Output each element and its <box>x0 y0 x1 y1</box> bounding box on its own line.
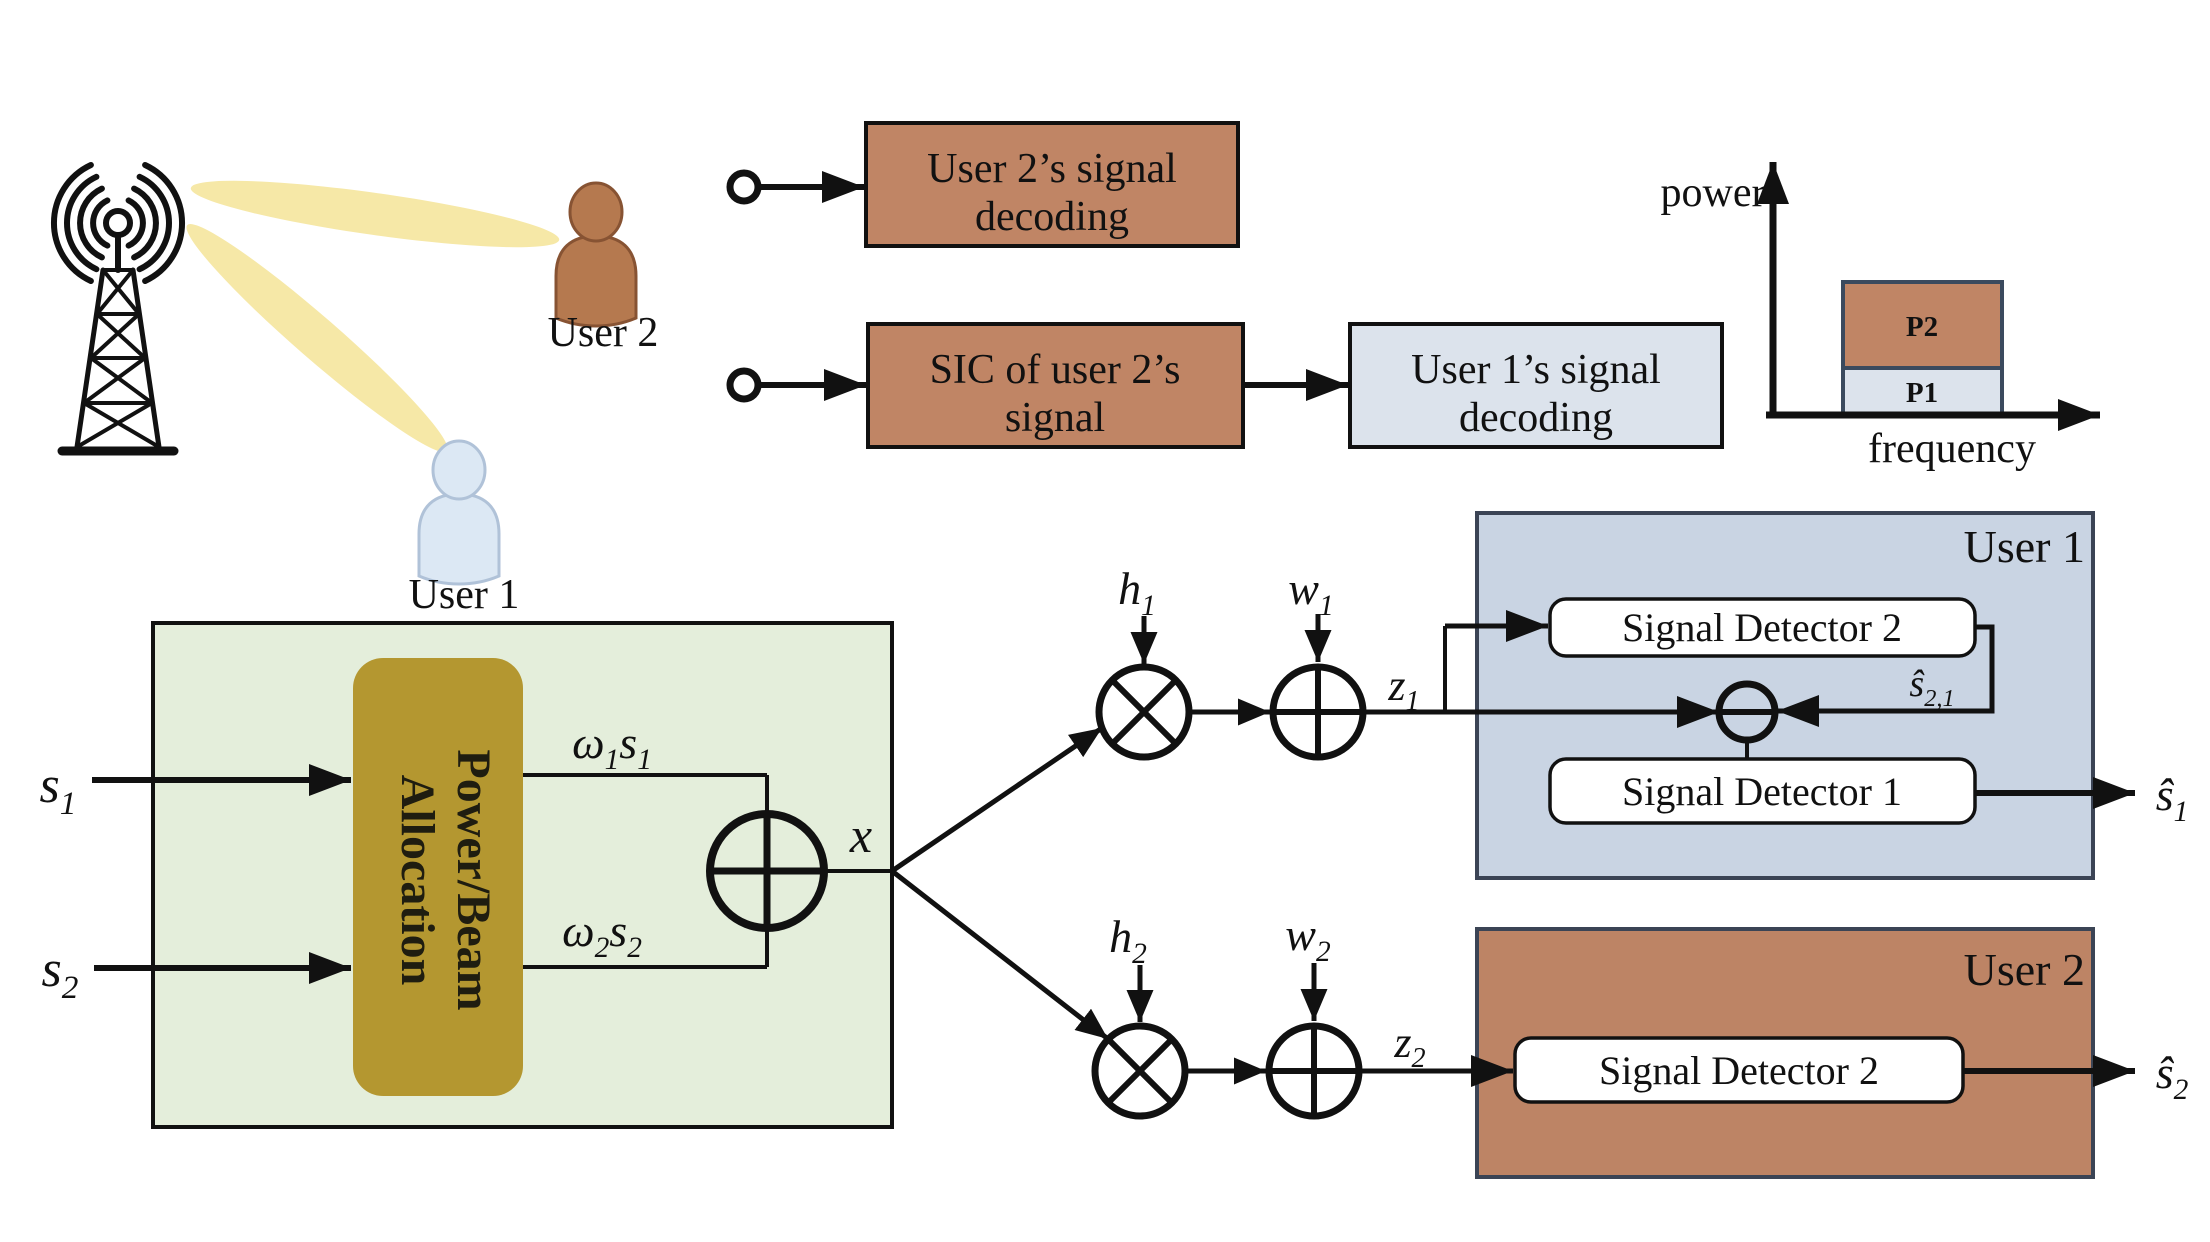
p2-label: P2 <box>1906 311 1938 343</box>
p1-block <box>1841 366 2004 417</box>
user1-panel-title: User 1 <box>1964 521 2085 572</box>
x-label: x <box>849 807 872 863</box>
w2-label: w2 <box>1285 909 1331 968</box>
beam-to-user2 <box>190 180 560 248</box>
signal-detector-1-label: Signal Detector 1 <box>1622 769 1902 814</box>
user1-person-icon <box>417 439 501 586</box>
allocation-label: Power/Beam Allocation <box>391 749 500 1010</box>
w2s2-label: ω2s2 <box>562 905 642 964</box>
user2-panel-title: User 2 <box>1964 944 2085 995</box>
svg-text:Allocation: Allocation <box>391 775 444 986</box>
z2-label: z2 <box>1393 1018 1425 1074</box>
allocation-box <box>353 658 523 1096</box>
user2-person-icon <box>554 181 638 328</box>
multiplier-2-x2 <box>1105 1036 1175 1106</box>
w1-label: w1 <box>1288 563 1333 622</box>
user1-decoding-line1: User 1’s signal <box>1411 347 1661 393</box>
sic-box-line1: SIC of user 2’s <box>930 347 1181 393</box>
user2-signal-detector-2-label: Signal Detector 2 <box>1599 1048 1879 1093</box>
h1-label: h1 <box>1118 563 1156 622</box>
svg-text:Power/Beam: Power/Beam <box>447 749 500 1010</box>
sic-feedback-path <box>1777 624 1995 727</box>
user1-scene-label: User 1 <box>409 572 520 618</box>
s2-hat-label: ŝ2 <box>2156 1047 2189 1106</box>
signal-detector-2-label: Signal Detector 2 <box>1622 605 1902 650</box>
s2-label: s2 <box>42 941 79 1006</box>
frequency-axis-label: frequency <box>1868 426 2036 472</box>
w1s1-label: ω1s1 <box>572 717 652 776</box>
h2-label: h2 <box>1109 911 1147 970</box>
s1-hat-label: ŝ1 <box>2156 769 2189 828</box>
beam-to-user1 <box>186 224 448 452</box>
s21-label: ŝ2,1 <box>1909 663 1954 712</box>
s1-label: s1 <box>40 757 77 822</box>
user2-decoding-box <box>864 121 1240 248</box>
user2-decoding-line1: User 2’s signal <box>927 146 1177 192</box>
sic-box <box>866 322 1245 449</box>
sic-start-node-2 <box>726 367 762 403</box>
user1-decoding-line2: decoding <box>1459 395 1613 441</box>
user2-decoding-line2: decoding <box>975 194 1129 240</box>
base-station-icon <box>50 162 186 456</box>
split-diagonal-bottom <box>890 869 1110 1041</box>
user2-scene-label: User 2 <box>548 310 659 356</box>
user1-decoding-box <box>1348 322 1724 449</box>
power-axis-label: power <box>1661 170 1766 216</box>
sic-box-line2: signal <box>1005 395 1105 441</box>
z1-label: z1 <box>1387 661 1419 717</box>
sic-start-node-1 <box>726 169 762 205</box>
p1-label: P1 <box>1906 377 1938 409</box>
split-diagonal-top <box>890 725 1104 874</box>
multiplier-1-x2 <box>1109 677 1179 747</box>
